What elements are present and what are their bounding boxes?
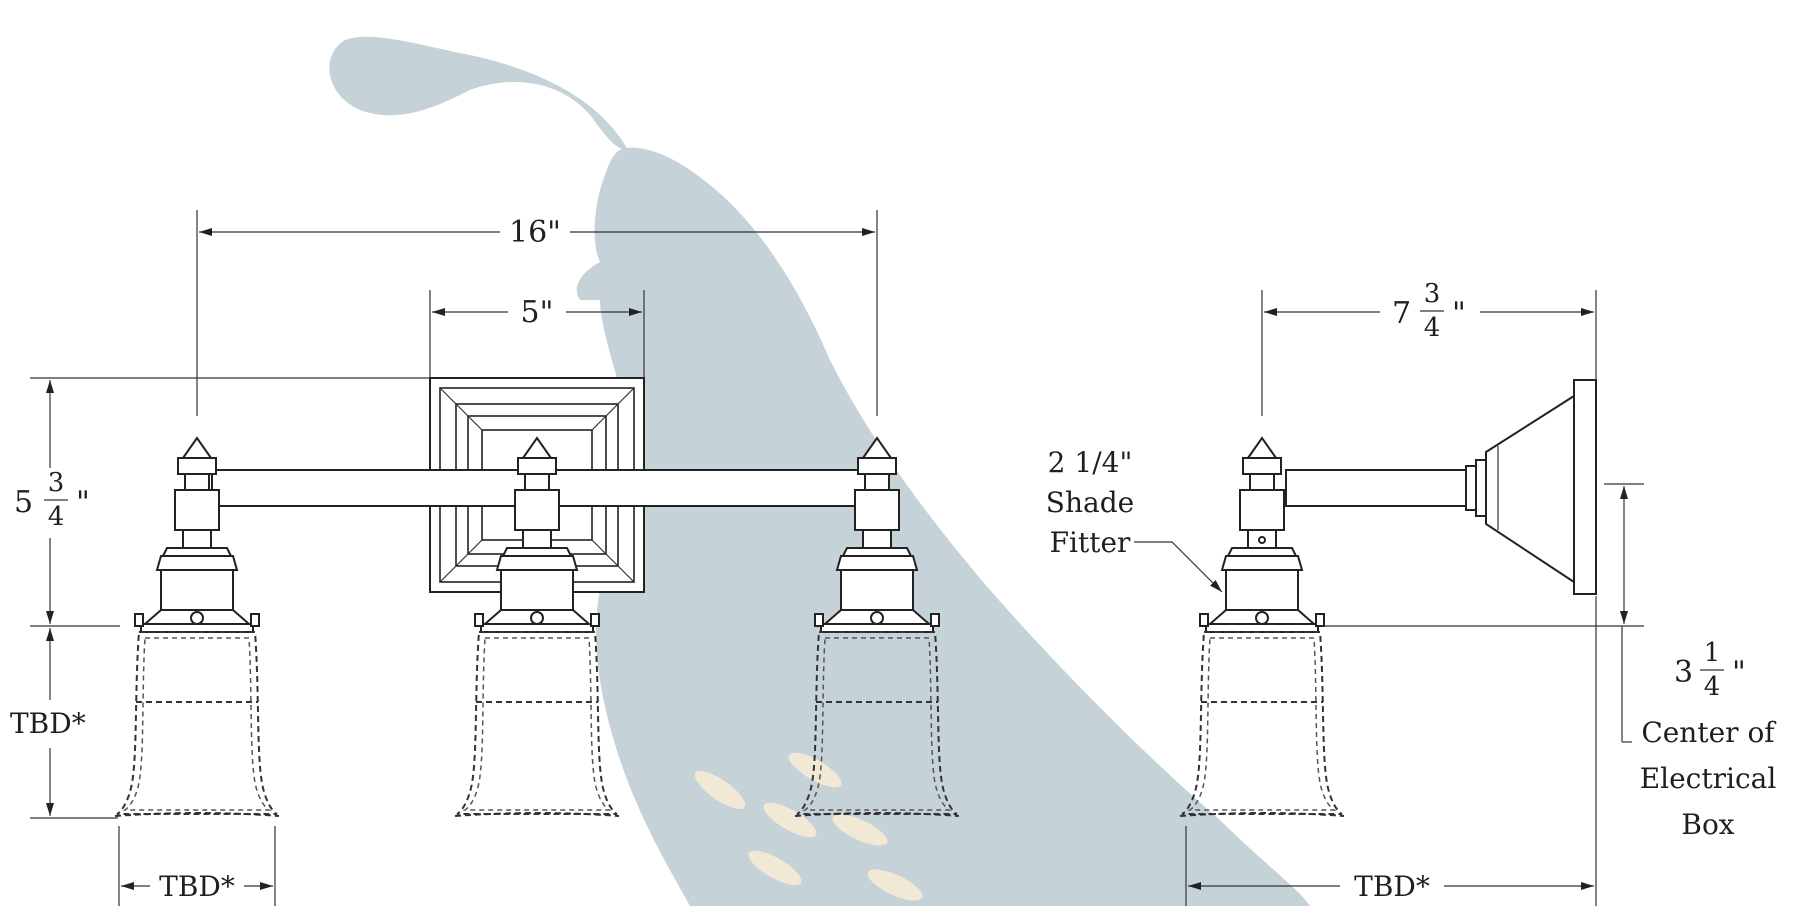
side-view (1179, 379, 1597, 817)
height-unit: " (76, 485, 90, 520)
front-view (114, 377, 960, 817)
box-line-1: Center of (1641, 716, 1777, 749)
quail-watermark (329, 36, 1310, 906)
side-shade-width-label: TBD* (1354, 870, 1430, 903)
box-line-2: Electrical (1640, 762, 1777, 795)
height-whole: 5 (14, 485, 33, 520)
fitter-screw (1258, 536, 1266, 544)
box-unit: " (1732, 655, 1746, 690)
box-denominator: 4 (1704, 672, 1721, 702)
side-arm (1285, 469, 1467, 507)
depth-unit: " (1452, 296, 1466, 331)
dim-backplate-width: 5" (429, 290, 645, 378)
dim-shade-width: TBD* (118, 826, 276, 906)
fitter-line-1: 2 1/4" (1048, 446, 1133, 479)
fitter-line-2: Shade (1046, 486, 1134, 519)
height-numerator: 3 (48, 468, 65, 498)
depth-whole: 7 (1392, 296, 1411, 331)
dim-shade-height: TBD* (10, 628, 118, 819)
depth-numerator: 3 (1424, 279, 1441, 309)
fitter-line-3: Fitter (1050, 526, 1131, 559)
box-whole: 3 (1674, 655, 1693, 690)
dim-overall-height: 5 3 4 " (14, 377, 430, 627)
box-numerator: 1 (1704, 638, 1721, 668)
dim-depth: 7 3 4 " (1261, 279, 1597, 416)
depth-denominator: 4 (1424, 313, 1441, 343)
quail-feather-marks (694, 752, 923, 901)
box-line-3: Box (1681, 808, 1734, 841)
shade-height-label: TBD* (10, 707, 86, 740)
shade-width-label: TBD* (159, 870, 235, 903)
dim-arm-span: 16" (196, 210, 878, 416)
dim-electrical-box: 3 1 4 " Center of Electrical Box (1320, 483, 1777, 841)
arm-span-label: 16" (509, 215, 561, 250)
dim-side-shade-width: TBD* (1185, 596, 1597, 906)
quail-body (576, 147, 1310, 906)
shade-fitter-callout: 2 1/4" Shade Fitter (1046, 446, 1223, 593)
height-denominator: 4 (48, 502, 65, 532)
side-canopy (1465, 379, 1597, 595)
quail-plume (329, 36, 628, 150)
backplate-width-label: 5" (521, 295, 554, 330)
